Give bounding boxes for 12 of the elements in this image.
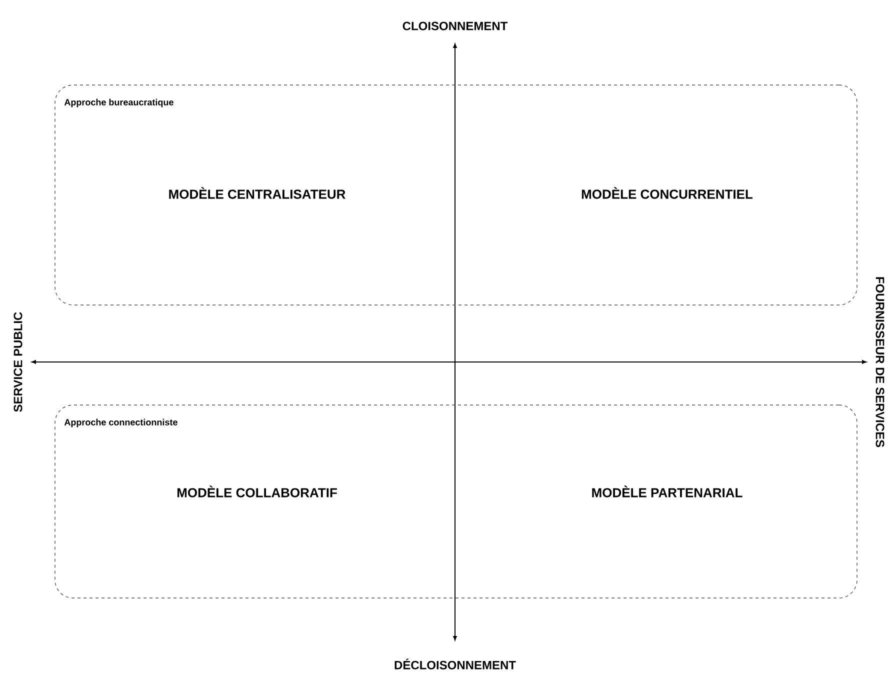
model-label: MODÈLE PARTENARIAL [592,486,742,498]
heading-text: Approche bureaucratique [64,98,174,108]
axis-label: CLOISONNEMENT [402,22,508,30]
model-label: MODÈLE CONCURRENTIEL [582,187,753,199]
dashed-rounded-box [54,84,858,306]
heading-text: Approche connectionniste [64,418,178,428]
model-label: MODÈLE COLLABORATIF [177,486,337,498]
axis-label: FOURNISSEUR DE SERVICES [876,277,884,448]
model-label: MODÈLE CENTRALISATEUR [169,187,346,199]
axis-label: DÉCLOISONNEMENT [394,658,516,670]
dashed-rounded-box [54,404,858,598]
axis-label: SERVICE PUBLIC [14,312,22,412]
